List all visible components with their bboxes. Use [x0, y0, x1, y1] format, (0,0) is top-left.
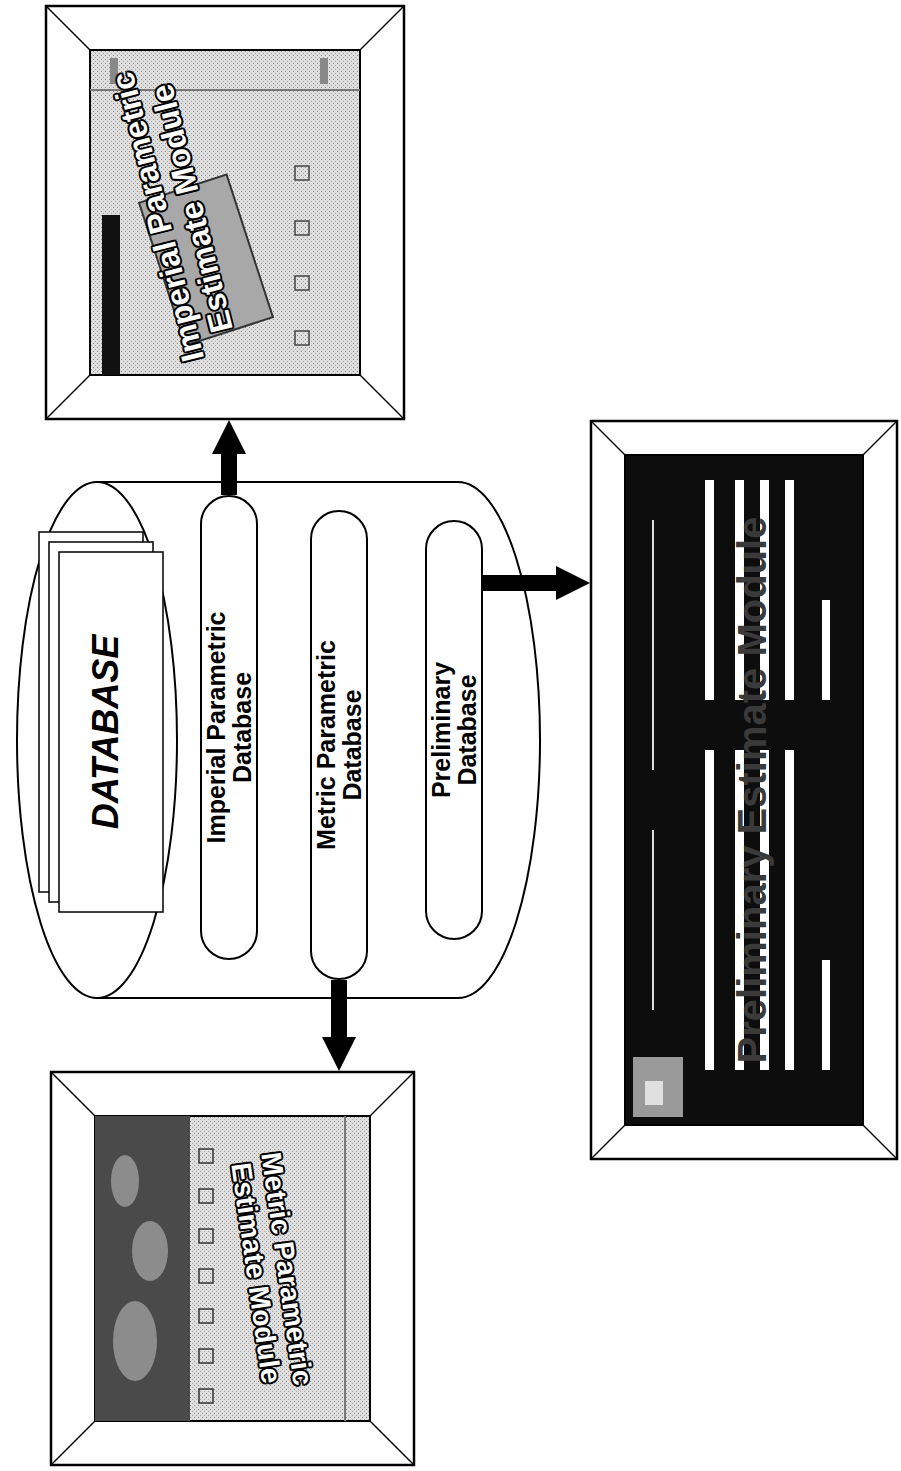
module-title: Preliminary Estimate Module — [730, 480, 774, 1100]
input-field — [705, 750, 714, 1070]
input-field — [705, 480, 714, 700]
screen-band — [102, 215, 120, 375]
module-screenshot-outline — [45, 5, 405, 420]
frame-bevel — [863, 1125, 897, 1159]
screen-checkbox — [295, 276, 309, 290]
block-arrow — [483, 575, 564, 591]
screen-checkbox — [199, 1229, 213, 1243]
frame-bevel — [370, 1072, 414, 1116]
screen-checkbox — [199, 1149, 213, 1163]
frame-bevel — [360, 375, 404, 419]
frame-bevel — [51, 1421, 95, 1465]
document-sheet — [59, 552, 163, 912]
photo-thumb-detail — [645, 1081, 663, 1105]
photo-blob — [132, 1221, 168, 1281]
input-field — [822, 960, 830, 1070]
screen-checkbox — [295, 331, 309, 345]
frame-bevel — [370, 1421, 414, 1465]
frame-outer — [591, 421, 897, 1159]
frame-bevel — [46, 6, 90, 50]
photo-blob — [111, 1155, 139, 1207]
module-screenshot: Metric Parametric Estimate Module — [50, 1071, 415, 1466]
screen-checkbox — [199, 1389, 213, 1403]
photo-thumb — [633, 1057, 683, 1117]
database-title: DATABASE — [85, 552, 127, 912]
photo-region — [95, 1116, 190, 1421]
screen-checkbox — [199, 1349, 213, 1363]
screen-button — [320, 58, 328, 84]
input-field — [785, 480, 794, 700]
screen-checkbox — [199, 1189, 213, 1203]
block-arrow — [221, 446, 237, 495]
frame-bevel — [46, 375, 90, 419]
module-screenshot-outline — [50, 1071, 415, 1466]
frame-bevel — [863, 421, 897, 455]
module-screenshot: Preliminary Estimate Module — [590, 420, 898, 1160]
module-screenshot: Imperial Parametric Estimate Module — [45, 5, 405, 420]
database-label: Preliminary Database — [428, 630, 481, 830]
header-rule — [652, 520, 654, 770]
frame-outer — [46, 6, 404, 419]
cylinder-top — [17, 482, 177, 998]
frame-inner — [625, 455, 863, 1125]
header-rule — [652, 830, 654, 1010]
database-pill: Imperial Parametric Database — [200, 495, 258, 960]
input-field — [822, 600, 830, 700]
block-arrow — [331, 980, 347, 1045]
database-cylinder: Imperial Parametric Database Metric Param… — [15, 480, 540, 1000]
screen-checkbox — [295, 221, 309, 235]
database-label: Imperial Parametric Database — [203, 578, 256, 878]
screen-checkbox — [199, 1269, 213, 1283]
screen-rule — [344, 1116, 346, 1421]
screen-checkbox — [295, 166, 309, 180]
screen-checkbox — [199, 1309, 213, 1323]
database-pill: Preliminary Database — [425, 520, 483, 940]
photo-blob — [113, 1301, 157, 1381]
frame-outer — [51, 1072, 414, 1465]
input-field — [785, 750, 794, 1070]
frame-bevel — [360, 6, 404, 50]
database-label: Metric Parametric Database — [313, 595, 366, 895]
frame-bevel — [591, 421, 625, 455]
frame-bevel — [51, 1072, 95, 1116]
database-pill: Metric Parametric Database — [310, 510, 368, 980]
frame-bevel — [591, 1125, 625, 1159]
